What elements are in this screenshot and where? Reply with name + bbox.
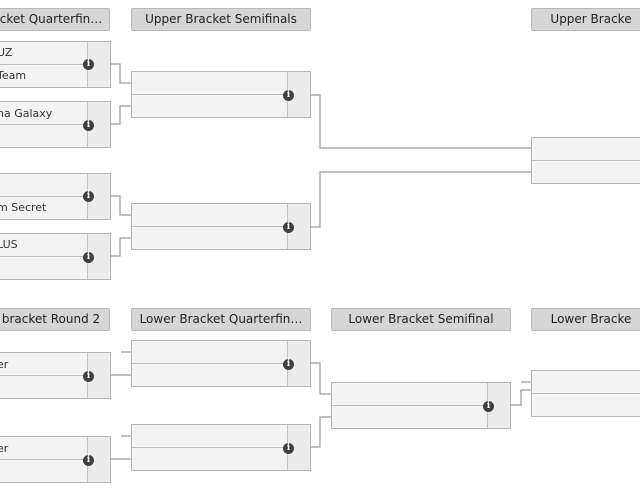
team-slot[interactable]: Team [0,69,27,82]
info-icon[interactable]: i [283,222,294,233]
info-icon[interactable]: i [283,359,294,370]
team-slot[interactable]: m Secret [0,201,47,214]
team-slot[interactable] [132,425,288,447]
info-icon[interactable]: i [83,191,94,202]
header-lb-final-label: Lower Bracke [550,312,632,326]
match-ub-qf-2[interactable]: na Galaxy i [0,101,111,148]
team-slot[interactable] [0,257,88,279]
team-slot[interactable] [132,227,288,249]
match-lb-final[interactable] [531,370,640,417]
team-slot[interactable] [332,383,488,405]
team-slot[interactable] [132,364,288,386]
match-ub-final[interactable] [531,137,640,184]
header-ub-semifinals: Upper Bracket Semifinals [131,8,311,31]
connector [311,94,531,149]
match-lb-qf-1[interactable]: i [131,340,311,387]
divider [0,256,88,257]
team-slot[interactable] [132,204,288,226]
match-lb-sf[interactable]: i [331,382,511,429]
divider [332,405,488,406]
divider [0,459,88,460]
connector [110,237,131,257]
connector [110,105,131,125]
connector [110,195,131,216]
team-slot[interactable] [132,341,288,363]
info-icon[interactable]: i [83,120,94,131]
header-ub-semifinals-label: Upper Bracket Semifinals [145,12,297,26]
team-slot[interactable]: er [0,358,9,371]
team-slot[interactable]: UZ [0,46,13,59]
divider [132,363,288,364]
team-slot[interactable]: na Galaxy [0,107,53,120]
connector [110,63,131,84]
header-lb-semifinal: Lower Bracket Semifinal [331,308,511,331]
header-ub-final-label: Upper Bracke [550,12,632,26]
header-ub-quarterfinals-label: cket Quarterfin… [0,12,103,26]
team-slot[interactable] [0,174,88,196]
info-icon[interactable]: i [83,252,94,263]
team-slot[interactable]: LUS [0,238,18,251]
match-ub-qf-1[interactable]: UZ Team i [0,41,111,88]
info-icon[interactable]: i [283,443,294,454]
match-lb-r2-1[interactable]: er i [0,352,111,399]
divider [132,226,288,227]
connector [511,389,531,406]
header-lb-quarterfinals: Lower Bracket Quarterfin… [131,308,311,331]
header-ub-final: Upper Bracke [531,8,640,31]
team-slot[interactable] [0,460,88,482]
divider [132,447,288,448]
connector [311,416,331,448]
divider [0,375,88,376]
divider [0,64,88,65]
header-ub-quarterfinals: cket Quarterfin… [0,8,110,31]
divider [0,124,88,125]
divider [132,94,288,95]
info-icon[interactable]: i [83,455,94,466]
match-ub-sf-2[interactable]: i [131,203,311,250]
team-slot[interactable] [332,406,488,428]
header-lb-quarterfinals-label: Lower Bracket Quarterfin… [139,312,303,326]
team-slot[interactable] [132,95,288,117]
header-lb-final: Lower Bracke [531,308,640,331]
divider [0,196,88,197]
team-slot[interactable] [532,138,628,160]
team-slot[interactable] [132,448,288,470]
team-slot[interactable] [532,371,628,393]
match-ub-qf-3[interactable]: m Secret i [0,173,111,220]
match-lb-r2-2[interactable]: er i [0,436,111,483]
team-slot[interactable] [132,72,288,94]
team-slot[interactable]: er [0,442,9,455]
info-icon[interactable]: i [83,371,94,382]
info-icon[interactable]: i [483,401,494,412]
info-icon[interactable]: i [283,90,294,101]
header-lb-round2: bracket Round 2 [0,308,110,331]
header-lb-semifinal-label: Lower Bracket Semifinal [348,312,494,326]
match-ub-sf-1[interactable]: i [131,71,311,118]
match-ub-qf-4[interactable]: LUS i [0,233,111,280]
team-slot[interactable] [532,394,628,416]
info-icon[interactable]: i [83,59,94,70]
connector [311,362,331,395]
team-slot[interactable] [532,161,628,183]
divider [532,160,640,161]
divider [532,393,640,394]
team-slot[interactable] [0,376,88,398]
match-lb-qf-2[interactable]: i [131,424,311,471]
header-lb-round2-label: bracket Round 2 [1,312,101,326]
connector [311,171,531,228]
